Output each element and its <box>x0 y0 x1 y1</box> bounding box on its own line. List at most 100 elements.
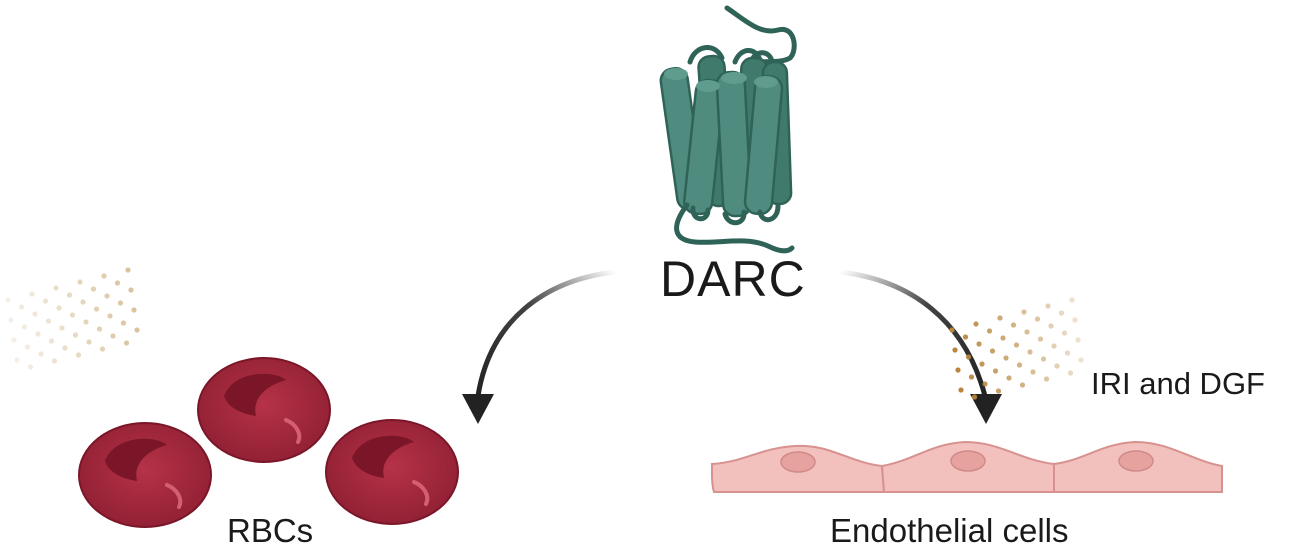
particle-dot <box>86 339 92 345</box>
bottom-loops <box>690 203 781 226</box>
particle-dot <box>1040 356 1047 362</box>
particle-dot <box>101 273 107 279</box>
particle-dot <box>1072 317 1078 323</box>
particle-dot <box>979 361 985 367</box>
particle-dot <box>83 319 89 325</box>
particle-dot <box>986 328 993 334</box>
particle-dot <box>982 381 988 387</box>
particle-dot <box>1037 336 1044 342</box>
particle-dot <box>24 344 31 350</box>
rbc-cell <box>325 419 459 525</box>
particle-dot <box>952 347 958 353</box>
particle-dot <box>38 351 44 357</box>
particle-dot <box>66 292 73 298</box>
particle-dot <box>51 358 58 364</box>
particle-dot <box>1069 297 1075 303</box>
particle-dot <box>1064 350 1071 356</box>
particle-dot <box>125 267 131 273</box>
particle-dot <box>56 305 62 311</box>
particle-dot <box>1045 303 1051 309</box>
particle-dot <box>1051 343 1057 349</box>
particle-dot <box>976 341 982 347</box>
red-blood-cells <box>78 357 459 528</box>
endothelial-cells <box>711 440 1223 493</box>
particle-dot <box>93 306 100 312</box>
rbcs-label: RBCs <box>227 512 314 549</box>
particle-dot <box>45 318 52 324</box>
particle-dot <box>971 394 978 400</box>
particle-dot <box>989 348 996 354</box>
outcome-label: IRI and DGF <box>1091 366 1265 401</box>
particle-dot <box>80 299 86 305</box>
particle-dot <box>1034 316 1041 322</box>
particle-dot <box>107 313 113 319</box>
particle-dot <box>8 317 14 323</box>
particle-dot <box>955 367 961 373</box>
particle-dot <box>995 388 1002 394</box>
particle-dot <box>1061 330 1068 336</box>
particle-dot <box>1003 355 1009 361</box>
particle-dot <box>123 340 130 346</box>
particle-dot <box>973 321 979 327</box>
particle-dot <box>120 320 127 326</box>
particle-dot <box>1075 337 1081 343</box>
particle-dot <box>992 368 999 374</box>
particle-dot <box>128 287 134 293</box>
particle-dot <box>1043 376 1050 382</box>
particle-cloud-right <box>949 297 1084 400</box>
particle-dot <box>14 357 20 363</box>
particle-dot <box>949 327 955 333</box>
particle-dot <box>1048 323 1054 329</box>
particle-dot <box>96 326 103 332</box>
particle-dot <box>1016 362 1023 368</box>
particle-dot <box>958 387 964 393</box>
particle-dot <box>131 307 137 313</box>
particle-dot <box>72 332 79 338</box>
particle-dot <box>18 304 25 310</box>
darc-receptor-icon <box>659 5 797 254</box>
endothelial-cell <box>880 440 1055 493</box>
particle-dot <box>77 279 83 285</box>
particle-dot <box>114 280 121 286</box>
particle-dot <box>1000 335 1006 341</box>
particle-dot <box>1019 382 1026 388</box>
particle-dot <box>1078 357 1084 363</box>
particle-dot <box>1054 363 1060 369</box>
particle-dot <box>1030 369 1036 375</box>
particle-dot <box>75 352 82 358</box>
particle-dot <box>1067 370 1074 376</box>
particle-dot <box>117 300 124 306</box>
particle-dot <box>1010 322 1017 328</box>
particle-dot <box>1013 342 1020 348</box>
particle-dot <box>62 345 68 351</box>
particle-dot <box>5 297 11 303</box>
particle-dot <box>997 315 1003 321</box>
particle-dot <box>29 291 35 297</box>
rbc-cell <box>197 357 331 463</box>
rbc-cell <box>78 422 212 528</box>
particle-dot <box>69 312 76 318</box>
particle-dot <box>1058 310 1065 316</box>
particle-dot <box>1021 309 1027 315</box>
particle-dot <box>53 285 59 291</box>
endothelial-cells-label: Endothelial cells <box>830 512 1069 549</box>
arrow-to-rbcs <box>462 269 618 424</box>
c-terminal-tail <box>674 202 795 254</box>
particle-dot <box>968 374 975 380</box>
particle-dot <box>21 324 28 330</box>
particle-dot <box>42 298 49 304</box>
particle-dot <box>134 327 140 333</box>
particle-dot <box>35 331 41 337</box>
particle-cloud-left <box>5 267 140 370</box>
particle-dot <box>11 337 17 343</box>
endothelial-cell <box>711 444 886 493</box>
particle-dot <box>1006 375 1012 381</box>
particle-dot <box>90 286 97 292</box>
particle-dot <box>59 325 65 331</box>
particle-dot <box>1024 329 1030 335</box>
particle-dot <box>27 364 34 370</box>
receptor-label: DARC <box>660 251 806 307</box>
particle-dot <box>99 346 106 352</box>
particle-dot <box>1027 349 1033 355</box>
